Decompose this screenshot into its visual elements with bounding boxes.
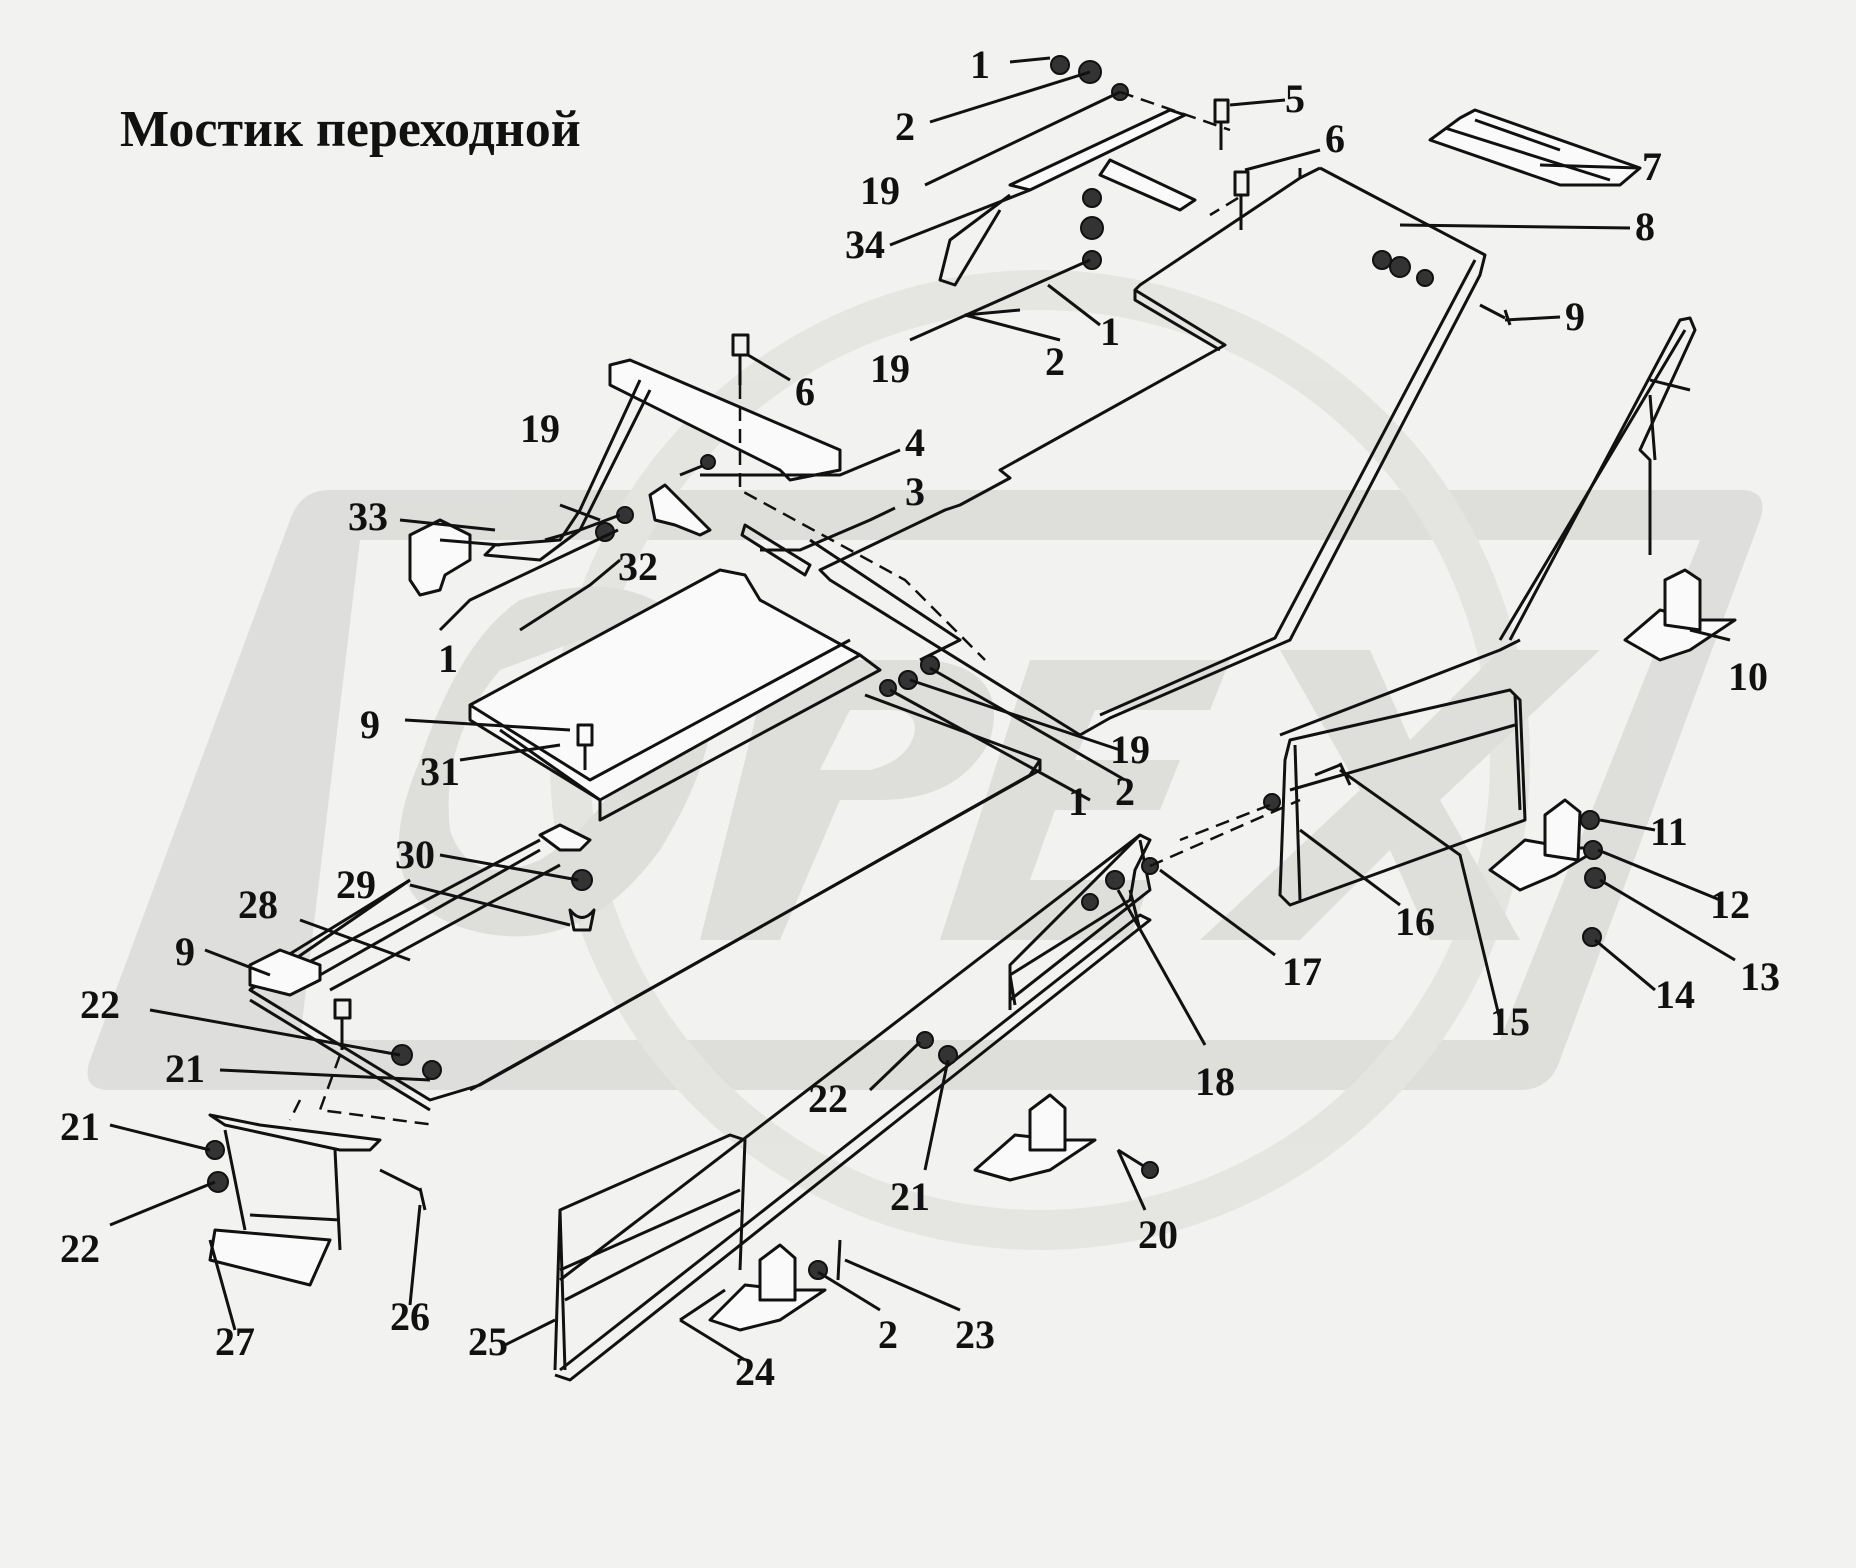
- callout-6: 6: [795, 369, 815, 414]
- callout-19: 19: [870, 346, 910, 391]
- callout-21: 21: [890, 1174, 930, 1219]
- callout-26: 26: [390, 1294, 430, 1339]
- callout-4: 4: [905, 420, 925, 465]
- callout-30: 30: [395, 832, 435, 877]
- callout-10: 10: [1728, 654, 1768, 699]
- callout-21: 21: [60, 1104, 100, 1149]
- callout-1: 1: [1100, 309, 1120, 354]
- step-27: [208, 1113, 382, 1287]
- bracket-7: [1428, 108, 1642, 187]
- mount-bracket-11: [1488, 798, 1602, 892]
- hardware: [205, 55, 1606, 1281]
- watermark-letter-o: [398, 586, 714, 937]
- assembly-lines: [288, 90, 1301, 1127]
- mount-bracket-20: [973, 1093, 1097, 1182]
- handrail-10: [1279, 316, 1697, 737]
- callout-2: 2: [895, 104, 915, 149]
- callout-21: 21: [165, 1046, 205, 1091]
- callout-8: 8: [1635, 204, 1655, 249]
- callout-9: 9: [1565, 294, 1585, 339]
- callout-2: 2: [1045, 339, 1065, 384]
- callout-2: 2: [878, 1312, 898, 1357]
- callout-29: 29: [336, 862, 376, 907]
- callout-6: 6: [1325, 116, 1345, 161]
- top-strip-bracket-34: [938, 108, 1197, 287]
- callout-19: 19: [1110, 727, 1150, 772]
- callout-16: 16: [1395, 899, 1435, 944]
- callout-3: 3: [905, 469, 925, 514]
- strip-3: [740, 523, 812, 577]
- callout-33: 33: [348, 494, 388, 539]
- callout-1: 1: [1068, 779, 1088, 824]
- callout-19: 19: [860, 168, 900, 213]
- upper-platform-plate-8: [818, 166, 1487, 737]
- callout-22: 22: [60, 1226, 100, 1271]
- callout-28: 28: [238, 882, 278, 927]
- callout-24: 24: [735, 1349, 775, 1394]
- watermark-letter-p: [700, 660, 994, 940]
- callout-31: 31: [420, 749, 460, 794]
- mount-bracket-10: [1623, 568, 1737, 662]
- callout-22: 22: [808, 1076, 848, 1121]
- callout-1: 1: [970, 42, 990, 87]
- watermark-letter-e: [940, 660, 1230, 940]
- leader-lines: [109, 56, 1736, 1362]
- callout-15: 15: [1490, 999, 1530, 1044]
- callout-22: 22: [80, 982, 120, 1027]
- lower-deck: [248, 538, 1042, 1112]
- callout-18: 18: [1195, 1059, 1235, 1104]
- watermark-logo: [87, 270, 1763, 1250]
- callout-9: 9: [360, 702, 380, 747]
- handrail-16: [1278, 688, 1527, 907]
- callout-14: 14: [1655, 972, 1695, 1017]
- callout-1: 1: [438, 636, 458, 681]
- callout-20: 20: [1138, 1212, 1178, 1257]
- callout-19: 19: [520, 406, 560, 451]
- callout-23: 23: [955, 1312, 995, 1357]
- callout-11: 11: [1650, 809, 1688, 854]
- callouts: 1 2 5 6 7 8 9 19 34 1 2 19 6 19 4 3 33 3…: [60, 42, 1780, 1394]
- callout-25: 25: [468, 1319, 508, 1364]
- callout-34: 34: [845, 222, 885, 267]
- callout-9: 9: [175, 929, 195, 974]
- diagram-title: Мостик переходной: [120, 101, 581, 158]
- watermark-letter-x: [1200, 650, 1600, 940]
- callout-27: 27: [215, 1319, 255, 1364]
- callout-7: 7: [1642, 144, 1662, 189]
- mount-bracket-24: [679, 1243, 827, 1332]
- callout-13: 13: [1740, 954, 1780, 999]
- callout-5: 5: [1285, 76, 1305, 121]
- callout-2: 2: [1115, 769, 1135, 814]
- callout-12: 12: [1710, 882, 1750, 927]
- callout-32: 32: [618, 544, 658, 589]
- callout-17: 17: [1282, 949, 1322, 994]
